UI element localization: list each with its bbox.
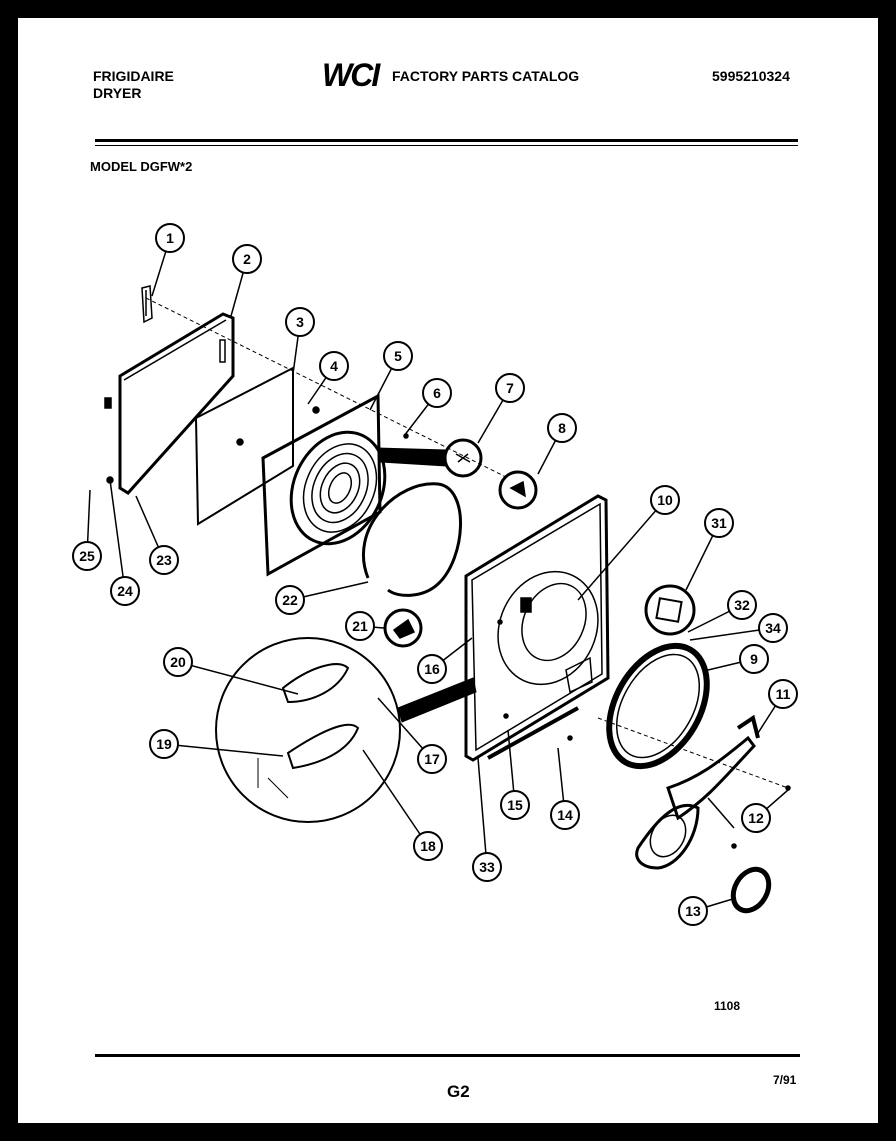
callout-number-7: 7: [506, 380, 514, 396]
callout-bubble-34: [758, 613, 788, 643]
callout-bubble-20: [163, 647, 193, 677]
callout-bubble-5: [383, 341, 413, 371]
callout-number-15: 15: [507, 797, 523, 813]
callout-bubble-32: [727, 590, 757, 620]
callout-number-11: 11: [776, 686, 791, 702]
callout-bubble-33: [472, 852, 502, 882]
strike-part: [498, 470, 538, 510]
callout-number-17: 17: [424, 751, 440, 767]
callout-number-24: 24: [117, 583, 133, 599]
catalog-part-number: 5995210324: [712, 68, 790, 84]
callout-number-20: 20: [170, 654, 186, 670]
callout-bubble-16: [417, 654, 447, 684]
callout-bubble-17: [417, 744, 447, 774]
callout-bubble-18: [413, 831, 443, 861]
callout-number-22: 22: [282, 592, 298, 608]
callout-number-34: 34: [765, 620, 781, 636]
footer-rule: [95, 1054, 800, 1057]
catalog-sheet: FRIGIDAIRE DRYER WCI FACTORY PARTS CATAL…: [18, 18, 878, 1123]
square-seal-part: [644, 584, 696, 636]
page-label: G2: [447, 1082, 470, 1101]
catalog-title: FACTORY PARTS CATALOG: [392, 68, 580, 84]
outer-door-panel: [118, 312, 235, 495]
callout-bubble-9: [739, 644, 769, 674]
callout-leader-10: [577, 499, 666, 601]
callout-bubble-4: [319, 351, 349, 381]
duct-ring: [730, 866, 772, 914]
wci-logo: WCI: [322, 57, 380, 93]
callout-bubble-24: [110, 576, 140, 606]
callout-number-31: 31: [711, 515, 727, 531]
inner-door-panel: [194, 366, 294, 526]
callout-bubble-7: [495, 373, 525, 403]
lint-duct: [666, 735, 756, 821]
callout-leader-24: [109, 479, 126, 592]
callout-number-18: 18: [420, 838, 436, 854]
callout-bubble-10: [650, 485, 680, 515]
callout-bubble-3: [285, 307, 315, 337]
callout-bubble-14: [550, 800, 580, 830]
callout-number-16: 16: [424, 661, 440, 677]
callout-bubble-11: [768, 679, 798, 709]
callout-number-14: 14: [557, 807, 573, 823]
callout-number-23: 23: [156, 552, 172, 568]
front-panel: [464, 494, 610, 762]
door-gasket-ring: [361, 482, 462, 597]
callout-number-8: 8: [558, 420, 566, 436]
callout-number-10: 10: [657, 492, 673, 508]
callout-number-6: 6: [433, 385, 441, 401]
callout-number-19: 19: [156, 736, 172, 752]
callout-bubble-12: [741, 803, 771, 833]
callout-leader-18: [362, 749, 429, 847]
model-number: MODEL DGFW*2: [90, 159, 193, 174]
revision-date: 7/91: [773, 1073, 797, 1087]
callout-bubble-23: [149, 545, 179, 575]
callout-leader-20: [177, 661, 299, 695]
callout-number-13: 13: [685, 903, 701, 919]
callout-number-21: 21: [352, 618, 368, 634]
detail-magnifier: [215, 637, 401, 823]
callout-bubble-1: [155, 223, 185, 253]
hinge-part: [141, 285, 153, 324]
callout-number-5: 5: [394, 348, 402, 364]
callout-number-32: 32: [734, 597, 750, 613]
header-rule-thin: [95, 145, 798, 146]
callout-number-1: 1: [166, 230, 174, 246]
callout-bubble-19: [149, 729, 179, 759]
callout-leader-33: [477, 757, 488, 868]
brand-name: FRIGIDAIRE: [93, 68, 174, 84]
callout-bubble-2: [232, 244, 262, 274]
exploded-parts-diagram: 1234567810313234911121314151617181920212…: [72, 223, 798, 926]
callout-bubble-8: [547, 413, 577, 443]
callout-bubble-21: [345, 611, 375, 641]
callout-number-3: 3: [296, 314, 304, 330]
switch-part: [383, 608, 423, 648]
callout-bubble-25: [72, 541, 102, 571]
callout-number-9: 9: [750, 651, 758, 667]
callout-number-25: 25: [79, 548, 95, 564]
callout-bubble-31: [704, 508, 734, 538]
callout-bubble-22: [275, 585, 305, 615]
callout-number-33: 33: [479, 859, 495, 875]
product-type: DRYER: [93, 85, 142, 101]
callout-leader-19: [163, 743, 284, 757]
callout-bubble-13: [678, 896, 708, 926]
figure-code: 1108: [714, 999, 741, 1013]
callout-bubble-15: [500, 790, 530, 820]
callout-number-4: 4: [330, 358, 338, 374]
callout-number-12: 12: [748, 810, 764, 826]
callout-number-2: 2: [243, 251, 251, 267]
header-rule: [95, 139, 798, 142]
drum-seal: [606, 642, 710, 770]
callout-bubble-6: [422, 378, 452, 408]
